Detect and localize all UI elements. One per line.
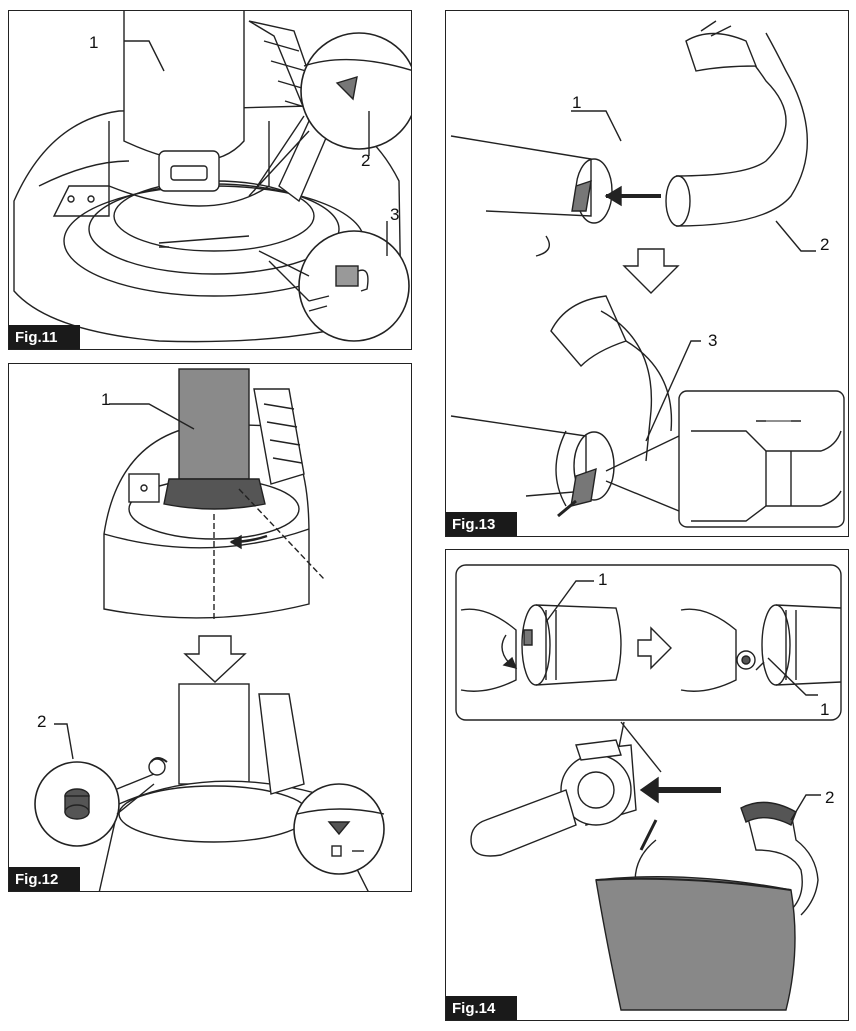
fig11-callout-3: 3 <box>390 205 400 224</box>
fig13-callout-3: 3 <box>708 331 718 350</box>
fig13-callout-1: 1 <box>572 93 582 112</box>
figure-12-panel: 1 2 Fig.12 <box>8 363 412 892</box>
figure-11-panel: 1 2 3 Fig.11 <box>8 10 412 350</box>
fig11-callout-1: 1 <box>89 33 99 52</box>
figure-14-illustration <box>455 564 842 1011</box>
figure-14-panel: 1 1 2 Fig.14 <box>445 549 849 1021</box>
fig13-callout-2: 2 <box>820 235 830 254</box>
fig12-callout-1: 1 <box>101 390 111 409</box>
figure-14-label: Fig.14 <box>446 996 518 1020</box>
figure-12-label: Fig.12 <box>9 867 81 891</box>
figure-11-illustration <box>13 11 411 343</box>
figure-12-illustration <box>34 368 385 891</box>
fig14-callout-2: 2 <box>825 788 835 807</box>
figure-11-label: Fig.11 <box>9 325 80 349</box>
figure-13-label: Fig.13 <box>446 512 518 536</box>
figure-13-panel: 1 2 3 Fig.13 <box>445 10 849 537</box>
figure-13-illustration <box>450 20 845 528</box>
fig14-callout-1a: 1 <box>598 570 608 589</box>
fig14-callout-1b: 1 <box>820 700 830 719</box>
fig11-callout-2: 2 <box>361 151 371 170</box>
fig12-callout-2: 2 <box>37 712 47 731</box>
